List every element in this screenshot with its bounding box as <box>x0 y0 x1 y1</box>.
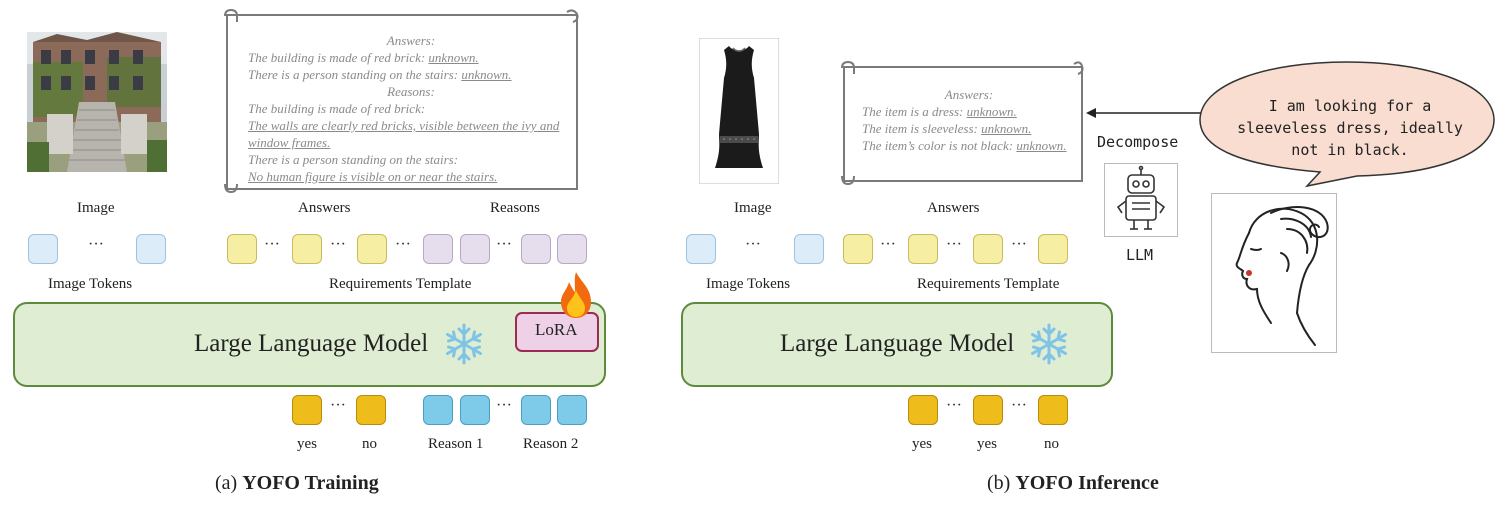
image-token <box>794 234 824 264</box>
ellipsis: ··· <box>880 236 896 253</box>
answers-label: Answers <box>927 200 980 216</box>
answer-token <box>908 234 938 264</box>
scroll-line: The item’s color is not black: unknown. <box>862 138 1067 153</box>
lora-label: LoRA <box>535 320 578 339</box>
ellipsis: ··· <box>1011 236 1027 253</box>
caption-inference: (b) YOFO Inference <box>987 472 1159 494</box>
ellipsis: ··· <box>946 236 962 253</box>
training-scroll-text: Answers: The building is made of red bri… <box>248 32 574 185</box>
woman-sketch <box>1211 193 1337 353</box>
ellipsis: ··· <box>330 397 346 414</box>
reason-token <box>521 234 551 264</box>
image-tokens-label: Image Tokens <box>48 276 133 292</box>
output-token-no <box>356 395 386 425</box>
reason-output-token <box>557 395 587 425</box>
decompose-arrow <box>1086 108 1210 118</box>
image-tokens-label: Image Tokens <box>706 276 791 292</box>
output-label: Reason 2 <box>523 436 579 452</box>
scroll-line: No human figure is visible on or near th… <box>248 169 498 184</box>
ellipsis: ··· <box>496 397 512 414</box>
reason-output-token <box>423 395 453 425</box>
scroll-line: The walls are clearly red bricks, visibl… <box>248 118 560 133</box>
speech-bubble <box>1199 61 1495 188</box>
llm-box <box>13 302 606 387</box>
ellipsis: ··· <box>745 236 761 253</box>
ellipsis: ··· <box>946 397 962 414</box>
output-label: no <box>362 436 377 452</box>
ellipsis: ··· <box>395 236 411 253</box>
answer-token <box>227 234 257 264</box>
inference-answers-scroll <box>843 66 1083 182</box>
output-label: yes <box>297 436 317 452</box>
output-token-yes <box>908 395 938 425</box>
llm-small-label: LLM <box>1126 246 1154 264</box>
scroll-curl <box>224 8 579 194</box>
robot-icon <box>1104 163 1178 237</box>
reason-token <box>557 234 587 264</box>
scroll-line: The building is made of red brick: <box>248 101 426 116</box>
ellipsis: ··· <box>88 236 104 253</box>
image-label: Image <box>734 200 772 216</box>
output-token-yes <box>973 395 1003 425</box>
answer-token <box>357 234 387 264</box>
image-token <box>28 234 58 264</box>
template-label: Requirements Template <box>917 276 1060 292</box>
ellipsis: ··· <box>496 236 512 253</box>
answers-header: Answers: <box>944 87 994 102</box>
scroll-curl <box>841 60 1084 186</box>
answers-label: Answers <box>298 200 351 216</box>
llm-box <box>681 302 1113 387</box>
answer-token <box>292 234 322 264</box>
speech-text: I am looking for a sleeveless dress, ide… <box>1237 97 1463 159</box>
decompose-label: Decompose <box>1097 133 1179 151</box>
output-token-yes <box>292 395 322 425</box>
output-label: yes <box>977 436 997 452</box>
llm-label: Large Language Model <box>780 330 1015 357</box>
answer-token <box>843 234 873 264</box>
scroll-line: There is a person standing on the stairs… <box>248 152 459 167</box>
reason-token <box>460 234 490 264</box>
output-label: Reason 1 <box>428 436 484 452</box>
dress-photo <box>699 38 779 184</box>
output-label: no <box>1044 436 1059 452</box>
image-token <box>686 234 716 264</box>
inference-scroll-text: Answers: The item is a dress: unknown. T… <box>862 86 1076 154</box>
answers-header: Answers: <box>386 33 436 48</box>
ellipsis: ··· <box>264 236 280 253</box>
snowflake-icon <box>1031 323 1067 365</box>
lora-box <box>515 312 599 352</box>
building-photo <box>27 32 167 172</box>
reason-output-token <box>521 395 551 425</box>
reason-token <box>423 234 453 264</box>
ellipsis: ··· <box>1011 397 1027 414</box>
reasons-label: Reasons <box>490 200 540 216</box>
output-label: yes <box>912 436 932 452</box>
reason-output-token <box>460 395 490 425</box>
output-token-no <box>1038 395 1068 425</box>
template-label: Requirements Template <box>329 276 472 292</box>
fire-icon <box>561 272 591 318</box>
llm-label: Large Language Model <box>194 330 429 357</box>
scroll-line: The item is sleeveless: unknown. <box>862 121 1032 136</box>
answer-token <box>973 234 1003 264</box>
reasons-header: Reasons: <box>387 84 435 99</box>
image-label: Image <box>77 200 115 216</box>
scroll-line: window frames. <box>248 135 331 150</box>
snowflake-icon <box>446 323 482 365</box>
answer-token <box>1038 234 1068 264</box>
training-answers-scroll <box>226 14 578 190</box>
scroll-line: The item is a dress: unknown. <box>862 104 1017 119</box>
ellipsis: ··· <box>330 236 346 253</box>
caption-training: (a) YOFO Training <box>215 472 379 494</box>
scroll-line: The building is made of red brick: unkno… <box>248 50 479 65</box>
image-token <box>136 234 166 264</box>
scroll-line: There is a person standing on the stairs… <box>248 67 512 82</box>
